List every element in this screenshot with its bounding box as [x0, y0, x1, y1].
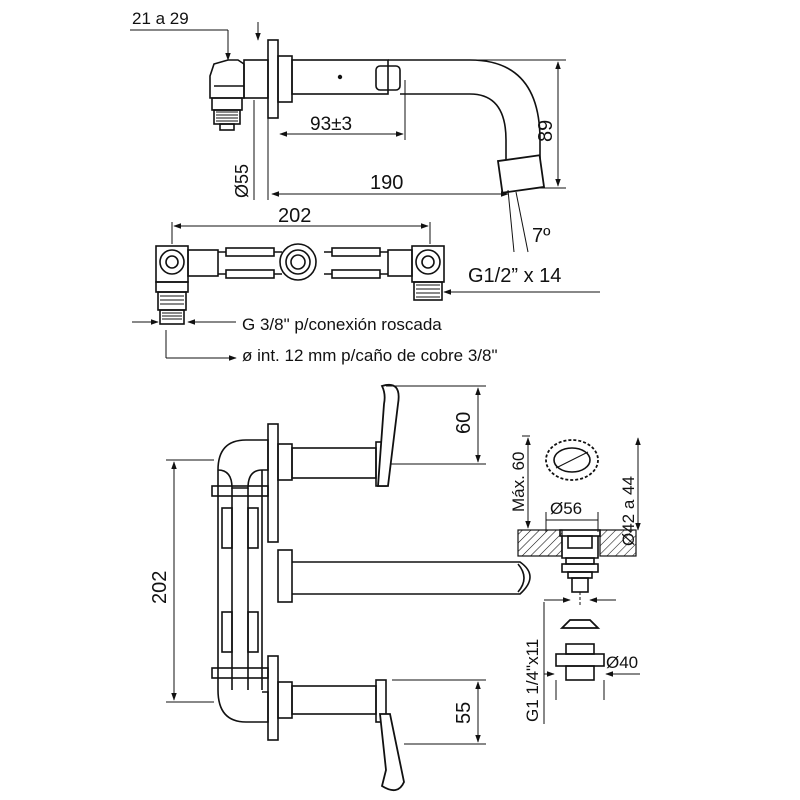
- rough-in-body: 202 G1/2” x 14 G 3/8" p/conexión: [132, 205, 600, 365]
- side-view-handles: 60 202 55: [149, 383, 531, 792]
- dim-max60: Máx. 60: [509, 452, 528, 512]
- dim-190: 190: [370, 172, 403, 194]
- dim-89: 89: [535, 120, 557, 142]
- dim-int12: ø int. 12 mm p/caño de cobre 3/8": [242, 346, 498, 365]
- dim-55: 55: [453, 702, 475, 724]
- dim-7deg: 7º: [532, 225, 551, 247]
- dim-40: Ø40: [606, 653, 638, 672]
- dim-42-44: Ø42 a 44: [619, 476, 638, 546]
- dim-202-side: 202: [149, 571, 171, 604]
- drain-detail: Máx. 60 Ø42 a 44 Ø56 G1 1/4"x11: [509, 435, 641, 724]
- dim-56: Ø56: [550, 499, 582, 518]
- dim-g38: G 3/8" p/conexión roscada: [242, 315, 442, 334]
- dim-202-top: 202: [278, 205, 311, 227]
- dim-93: 93±3: [310, 114, 352, 135]
- dim-dia-55-top: Ø55: [232, 164, 252, 198]
- dim-g12: G1/2” x 14: [468, 265, 561, 287]
- side-view-top: 21 a 29 Ø55 93±3 190 89 7º: [130, 9, 566, 253]
- dim-60: 60: [453, 412, 475, 434]
- dim-21-29: 21 a 29: [132, 9, 189, 28]
- dim-g114: G1 1/4"x11: [523, 639, 542, 722]
